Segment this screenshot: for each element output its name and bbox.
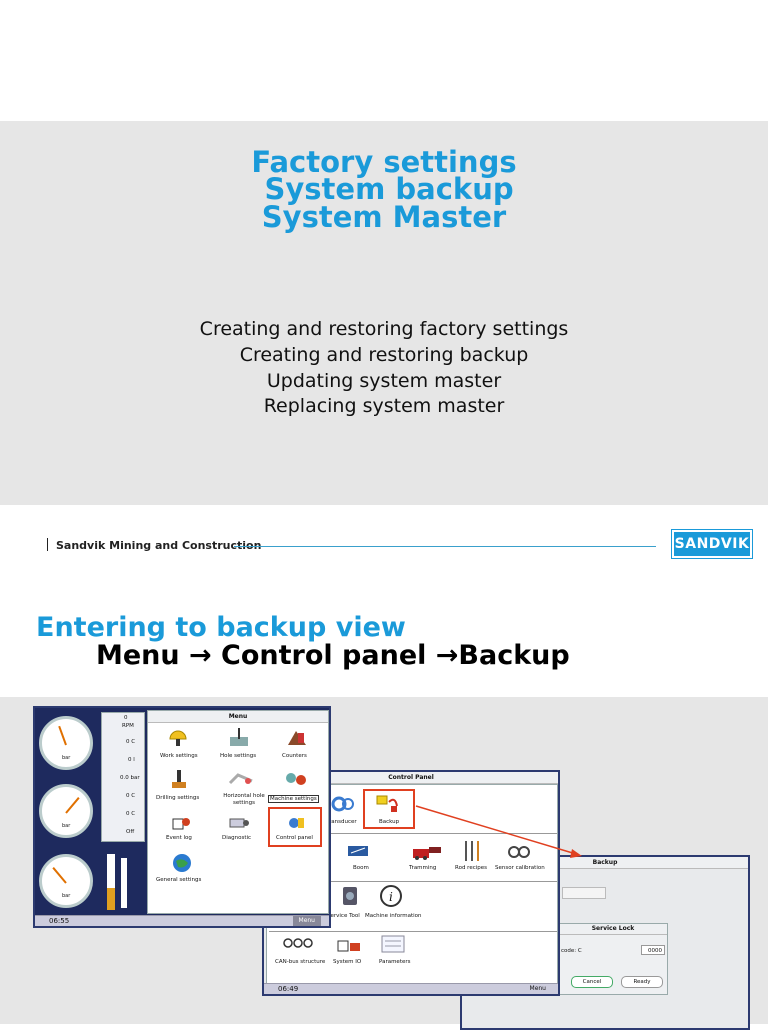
code-input[interactable]: 0000 [641, 945, 665, 955]
cancel-button[interactable]: Cancel [571, 976, 613, 988]
slide-body-line-4: Replacing system master [263, 395, 505, 417]
slide-body-line-3: Updating system master [266, 370, 502, 392]
pressure-gauge-3: bar [39, 854, 93, 908]
event-log-icon[interactable] [172, 815, 192, 831]
control-panel-highlight [268, 807, 322, 847]
pressure-gauge-1: bar [39, 716, 93, 770]
gauge-unit: bar [62, 755, 71, 761]
hole-settings-label: Hole settings [220, 753, 257, 759]
counters-label: Counters [282, 753, 307, 759]
divider [269, 931, 557, 932]
menu-window: bar bar bar 0 RPM 0 C 0 l 0.0 bar 0 C 0 … [33, 706, 331, 928]
service-tool-label: Service Tool [327, 913, 360, 919]
control-menu-button[interactable]: Menu [529, 985, 546, 992]
menu-panel: Menu Work settings Hole settings Counter… [147, 710, 329, 914]
backup-icon[interactable] [375, 794, 401, 814]
work-settings-icon[interactable] [168, 727, 188, 747]
readout-temp: 0 C [126, 739, 136, 745]
menu-button[interactable]: Menu [292, 916, 321, 926]
event-log-label: Event log [166, 835, 192, 841]
readout-temp-2: 0 C [126, 793, 136, 799]
counters-icon[interactable] [286, 727, 308, 747]
sandvik-logo: SANDVIK [672, 530, 752, 558]
service-lock-dialog: Service Lock code: C 0000 Cancel Ready [558, 923, 668, 995]
can-bus-structure-icon[interactable] [283, 935, 313, 951]
backup-highlight [363, 789, 415, 829]
navigation-path: Menu → Control panel →Backup [96, 640, 570, 671]
ready-button[interactable]: Ready [621, 976, 663, 988]
slide-heading: Entering to backup view [36, 612, 406, 643]
readout-temp-3: 0 C [126, 811, 136, 817]
footer-rule [234, 546, 656, 547]
sensor-calibration-icon[interactable] [507, 843, 531, 861]
machine-information-icon[interactable]: i [379, 884, 403, 908]
control-status-bar: 06:49 Menu [264, 983, 558, 994]
machine-information-label: Machine information [365, 913, 422, 919]
service-tool-icon[interactable] [341, 885, 359, 907]
parameters-icon[interactable] [381, 935, 405, 953]
boom-icon[interactable] [347, 843, 369, 859]
readout-rpm-value: 0 [124, 715, 128, 721]
control-panel-label: Control panel [276, 835, 313, 841]
level-bar [107, 854, 115, 910]
readout-flow: 0 l [128, 757, 135, 763]
backup-label: Backup [379, 819, 400, 825]
control-panel-title: Control Panel [264, 772, 558, 784]
slide-body-line-2: Creating and restoring backup [239, 344, 529, 366]
level-bar-2 [121, 858, 127, 908]
svg-text:i: i [389, 890, 393, 904]
drilling-settings-icon[interactable] [170, 769, 188, 789]
machine-settings-icon[interactable] [284, 769, 308, 789]
menu-status-bar: 06:55 Menu [35, 915, 329, 926]
footer-divider [47, 538, 48, 551]
drilling-settings-label: Drilling settings [156, 795, 200, 801]
sensor-calibration-label: Sensor calibration [495, 865, 545, 871]
tramming-icon[interactable] [411, 843, 443, 861]
machine-settings-label[interactable]: Machine settings [268, 795, 319, 803]
slide-title-line-1: Factory settings [251, 145, 517, 179]
control-panel-icon[interactable] [288, 815, 306, 831]
service-lock-title: Service Lock [559, 924, 667, 935]
system-io-icon[interactable] [337, 938, 361, 954]
readout-pressure: 0.0 bar [120, 775, 140, 781]
rod-recipes-label: Rod recipes [455, 865, 487, 871]
general-settings-icon[interactable] [172, 853, 192, 873]
gauge-unit: bar [62, 823, 71, 829]
gauge-unit: bar [62, 893, 71, 899]
readout-rpm-unit: RPM [122, 723, 134, 729]
slide-body-line-1: Creating and restoring factory settings [199, 318, 569, 340]
arrow-line [415, 805, 577, 855]
code-label: code: C [561, 948, 582, 954]
horizontal-hole-settings-icon[interactable] [228, 771, 254, 787]
horizontal-hole-settings-label: Horizontal hole settings [223, 793, 265, 806]
general-settings-label: General settings [156, 877, 202, 883]
arrow-head [570, 849, 582, 858]
system-io-label: System IO [333, 959, 362, 965]
can-bus-structure-label: CAN-bus structure [275, 959, 326, 965]
readout-status: Off [126, 829, 135, 835]
transducer-label: ransducer [329, 819, 357, 825]
slide-title-line-2: System backup [254, 172, 514, 206]
control-time: 06:49 [278, 985, 299, 993]
pressure-gauge-2: bar [39, 784, 93, 838]
slide-title-line-3: System Master [261, 200, 507, 234]
diagnostic-icon[interactable] [228, 815, 250, 831]
footer-company: Sandvik Mining and Construction [56, 539, 262, 552]
menu-title: Menu [148, 711, 328, 723]
hole-settings-icon[interactable] [228, 727, 250, 747]
tramming-label: Tramming [409, 865, 437, 871]
transducer-icon[interactable] [331, 795, 355, 813]
backup-field[interactable] [562, 887, 606, 899]
readouts-panel: 0 RPM 0 C 0 l 0.0 bar 0 C 0 C Off [101, 712, 145, 842]
divider [327, 833, 557, 834]
rod-recipes-icon[interactable] [463, 840, 481, 862]
work-settings-label: Work settings [160, 753, 198, 759]
divider [327, 881, 557, 882]
boom-label: Boom [353, 865, 369, 871]
title-slide: Factory settings System backup System Ma… [0, 121, 768, 505]
menu-time: 06:55 [49, 917, 70, 925]
diagnostic-label: Diagnostic [222, 835, 252, 841]
parameters-label: Parameters [379, 959, 411, 965]
